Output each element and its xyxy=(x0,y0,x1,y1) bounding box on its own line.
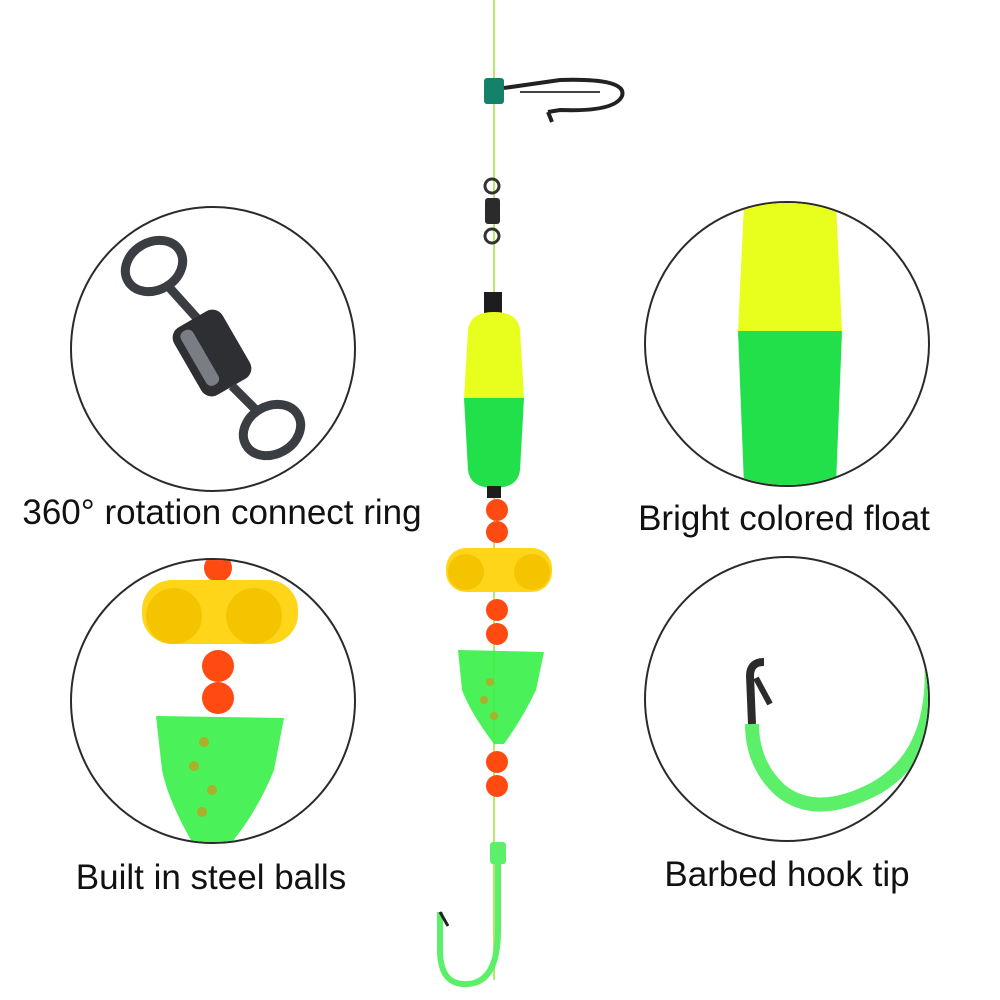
float-closeup-icon xyxy=(738,203,842,485)
hook-detail-circle xyxy=(644,556,930,842)
spinner-icon xyxy=(446,548,552,592)
blade-icon xyxy=(458,650,544,744)
small-swivel-icon xyxy=(483,177,501,245)
snap-icon xyxy=(484,77,625,123)
caption-swivel: 360° rotation connect ring xyxy=(22,493,422,532)
caption-float: Bright colored float xyxy=(638,499,930,538)
bead-spinner-icon xyxy=(142,560,298,842)
bead-group-middle xyxy=(486,599,508,645)
caption-hook: Barbed hook tip xyxy=(664,855,910,894)
caption-beads: Built in steel balls xyxy=(75,858,347,897)
hook-closeup-icon xyxy=(745,630,928,812)
beads-detail-circle xyxy=(70,558,356,844)
hook-icon xyxy=(437,842,506,988)
swivel-detail-circle xyxy=(70,206,356,492)
float-icon xyxy=(464,292,524,498)
swivel-icon xyxy=(120,235,306,461)
bead-group-lower xyxy=(486,751,508,797)
bead-group-upper xyxy=(486,499,508,543)
float-detail-circle xyxy=(644,201,930,487)
